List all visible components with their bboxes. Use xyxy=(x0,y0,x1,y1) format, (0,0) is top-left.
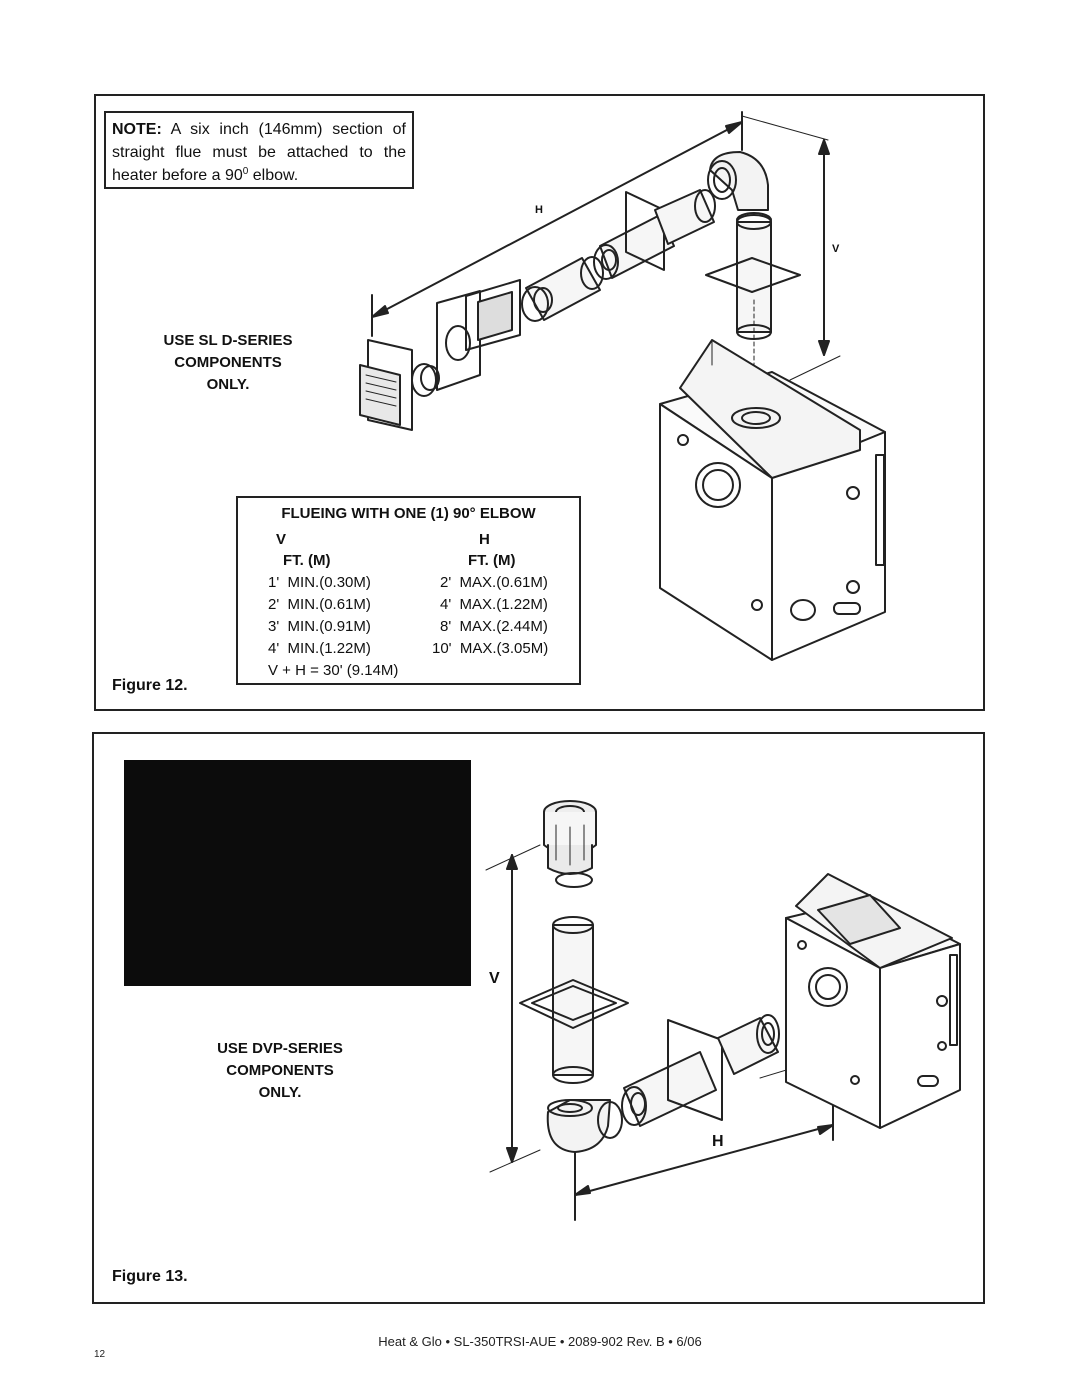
v-dimension-line-fig13 xyxy=(485,844,541,1173)
redacted-black-panel xyxy=(124,760,471,986)
footer-text: Heat & Glo • SL-350TRSI-AUE • 2089-902 R… xyxy=(378,1334,702,1349)
table-cell-v-row3: 3' MIN.(0.91M) xyxy=(268,618,371,635)
h-dimension-line-fig12 xyxy=(371,111,829,337)
heater-body-fig12 xyxy=(659,339,886,661)
note-label: NOTE: xyxy=(112,121,162,138)
table-cell-h-row4: 10' MAX.(3.05M) xyxy=(432,640,549,657)
note-text-part1: A six inch (146mm) section of straight f… xyxy=(112,121,406,184)
sl-components-line2: COMPONENTS xyxy=(174,354,282,371)
elbow-fig13 xyxy=(546,1099,623,1153)
pipe-sections-fig12 xyxy=(521,189,716,322)
table-cell-h-row2: 4' MAX.(1.22M) xyxy=(440,596,548,613)
sl-components-line3: ONLY. xyxy=(206,376,250,393)
dvp-components-line2: COMPONENTS xyxy=(226,1062,334,1079)
dvp-components-label: USE DVP-SERIES COMPONENTS ONLY. xyxy=(180,1038,380,1104)
v-dimension-label-fig12: V xyxy=(832,243,840,255)
table-cell-v-row4: 4' MIN.(1.22M) xyxy=(268,640,371,657)
termination-cap-fig12 xyxy=(359,339,440,431)
flueing-table-title: FLUEING WITH ONE (1) 90° ELBOW xyxy=(281,505,536,522)
dvp-components-line1: USE DVP-SERIES xyxy=(217,1040,343,1057)
note-degree-superscript: 0 xyxy=(242,166,249,177)
column-h-units: FT. (M) xyxy=(468,552,516,569)
note-box: NOTE: A six inch (146mm) section of stra… xyxy=(104,111,414,189)
vertical-pipe-fig13 xyxy=(519,916,629,1084)
table-cell-v-row1: 1' MIN.(0.30M) xyxy=(268,574,371,591)
figure-12-frame xyxy=(94,94,985,711)
column-h-header: H xyxy=(479,531,490,548)
dvp-components-line3: ONLY. xyxy=(258,1084,302,1101)
table-cell-h-row3: 8' MAX.(2.44M) xyxy=(440,618,548,635)
sl-components-label: USE SL D-SERIES COMPONENTS ONLY. xyxy=(138,330,318,396)
wall-plates-fig12 xyxy=(436,279,521,391)
column-v-header: V xyxy=(276,531,287,548)
horizontal-pipes-fig13 xyxy=(621,1014,780,1127)
page-number: 12 xyxy=(94,1349,106,1360)
note-text-part2: elbow. xyxy=(248,167,299,184)
figure-12-caption: Figure 12. xyxy=(112,677,188,694)
vertical-pipe-fig12 xyxy=(705,214,801,403)
v-dimension-line-fig12 xyxy=(789,139,841,381)
h-dimension-label-fig13: H xyxy=(712,1133,724,1150)
h-dimension-label-fig12: H xyxy=(535,204,543,216)
table-cell-h-row1: 2' MAX.(0.61M) xyxy=(440,574,548,591)
column-v-units: FT. (M) xyxy=(283,552,331,569)
table-cell-v-row2: 2' MIN.(0.61M) xyxy=(268,596,371,613)
flueing-table: FLUEING WITH ONE (1) 90° ELBOW V H FT. (… xyxy=(236,496,581,685)
heater-body-fig13 xyxy=(785,873,961,1129)
table-total-row: V + H = 30' (9.14M) xyxy=(268,662,399,679)
sl-components-line1: USE SL D-SERIES xyxy=(163,332,293,349)
figure-13-caption: Figure 13. xyxy=(112,1268,188,1285)
figure-13-frame xyxy=(92,732,985,1304)
v-dimension-label-fig13: V xyxy=(489,970,500,987)
vertical-termination-cap-fig13 xyxy=(543,800,597,888)
